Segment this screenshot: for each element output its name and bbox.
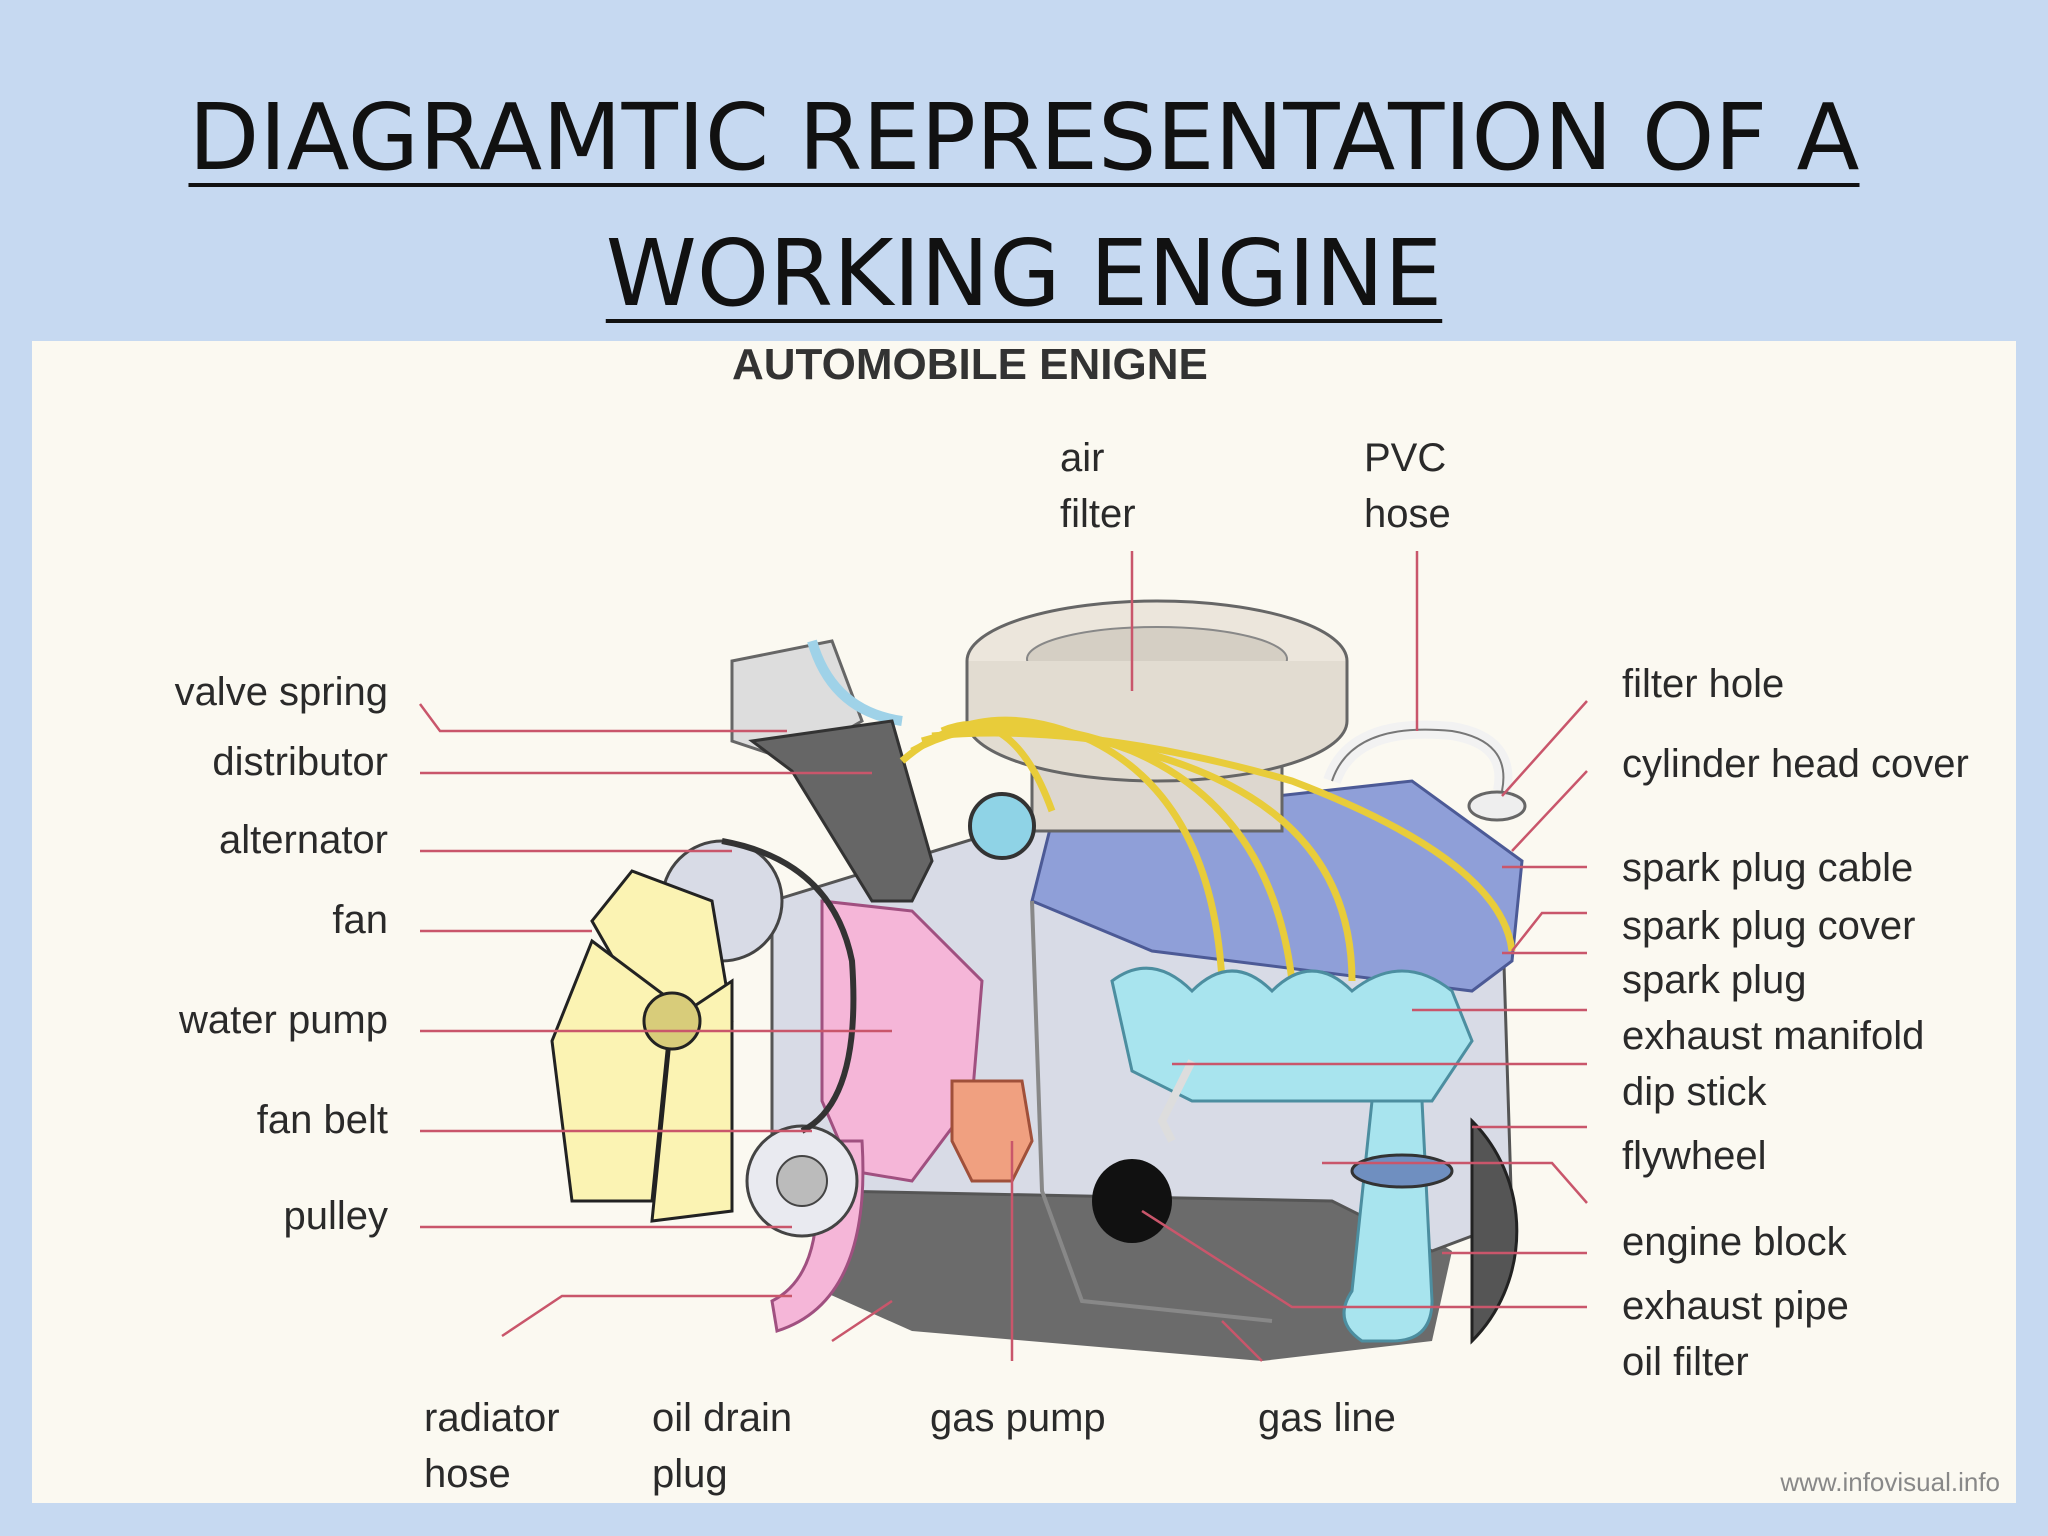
slide-title-line1: DIAGRAMTIC REPRESENTATION OF A <box>188 84 1860 191</box>
engine-block-line <box>1322 1161 1588 1204</box>
label-exhaust-pipe: exhaust pipe <box>1622 1284 1849 1328</box>
cylinder-head-cover-line <box>1511 770 1588 852</box>
engine-illustration <box>550 599 1527 1361</box>
label-pvc-hose-line2: hose <box>1364 492 1451 536</box>
oil-pan <box>812 1181 1452 1361</box>
label-spark-plug-cable: spark plug cable <box>1622 846 1913 890</box>
oil-filter-line <box>1141 1209 1587 1309</box>
label-spark-plug: spark plug <box>1622 958 1807 1002</box>
label-radiator-hose-line1: radiator <box>424 1396 560 1440</box>
label-dip-stick: dip stick <box>1622 1070 1767 1114</box>
label-gas-pump: gas pump <box>930 1396 1106 1440</box>
label-fan-belt: fan belt <box>257 1098 388 1142</box>
gas-pump <box>950 1079 1034 1183</box>
spark-plug-cover-line <box>1511 911 1587 952</box>
label-valve-spring: valve spring <box>175 670 388 714</box>
watermark: www.infovisual.info <box>1779 1467 2000 1497</box>
label-air-filter-line2: filter <box>1060 492 1136 536</box>
flywheel <box>1470 1117 1519 1345</box>
spark-plug-cables <box>899 716 1516 982</box>
label-radiator-hose-line2: hose <box>424 1452 511 1496</box>
label-cylinder-head-cover: cylinder head cover <box>1622 742 1969 786</box>
label-fan: fan <box>332 898 388 942</box>
label-distributor: distributor <box>212 740 388 784</box>
label-water-pump: water pump <box>178 998 388 1042</box>
label-gas-line: gas line <box>1258 1396 1396 1440</box>
label-oil-drain-plug-line2: plug <box>652 1452 728 1496</box>
filter-hole-cap <box>1467 790 1527 822</box>
label-oil-filter: oil filter <box>1622 1340 1749 1384</box>
label-engine-block: engine block <box>1622 1220 1848 1264</box>
label-air-filter-line1: air <box>1060 436 1104 480</box>
label-filter-hole: filter hole <box>1622 662 1784 706</box>
engine-diagram-panel: AUTOMOBILE ENIGNE <box>32 341 2016 1503</box>
slide-title: DIAGRAMTIC REPRESENTATION OF A WORKING E… <box>0 70 2048 342</box>
label-oil-drain-plug-line1: oil drain <box>652 1396 792 1440</box>
leader-lines <box>418 551 1588 1362</box>
filter-hole-line <box>1501 700 1588 797</box>
label-pulley: pulley <box>283 1194 388 1238</box>
fan-belt <box>721 838 857 1134</box>
exhaust-manifold <box>1110 966 1474 1103</box>
oil-drain-plug-line <box>831 1299 893 1343</box>
distributor-cap <box>968 792 1036 860</box>
label-pvc-hose-line1: PVC <box>1364 436 1446 480</box>
oil-filter <box>1092 1159 1172 1243</box>
slide-title-line2: WORKING ENGINE <box>605 220 1443 327</box>
label-alternator: alternator <box>219 818 388 862</box>
dip-stick <box>1157 1059 1196 1143</box>
distributor <box>748 719 934 903</box>
radiator-hose-line <box>501 1294 792 1338</box>
gas-line-line <box>1221 1320 1263 1362</box>
label-exhaust-manifold: exhaust manifold <box>1622 1014 1924 1058</box>
label-spark-plug-cover: spark plug cover <box>1622 904 1915 948</box>
engine-diagram: AUTOMOBILE ENIGNE <box>175 341 2000 1497</box>
valve-spring-line <box>418 703 787 733</box>
gas-line <box>1030 900 1273 1323</box>
diagram-heading: AUTOMOBILE ENIGNE <box>732 341 1208 389</box>
label-flywheel: flywheel <box>1622 1134 1767 1178</box>
fan <box>550 869 734 1223</box>
